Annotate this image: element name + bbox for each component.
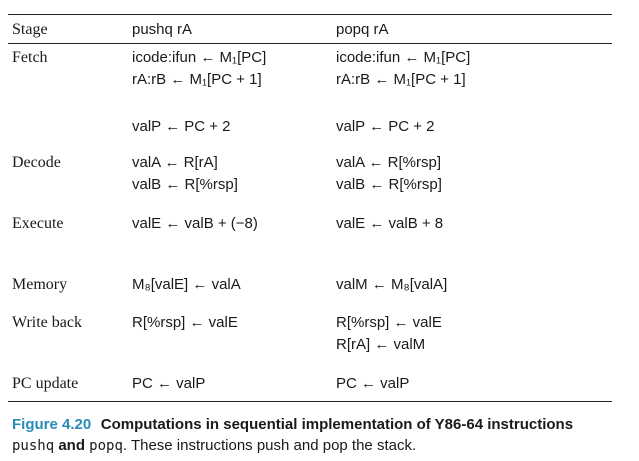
decode-pushq-line2: valB ← R[%rsp] bbox=[132, 176, 238, 193]
execute-pushq-line1: valE ← valB + (−8) bbox=[132, 215, 258, 232]
caption-code-pushq: pushq bbox=[12, 438, 55, 454]
memory-popq-line1: valM ← M₈[valA] bbox=[336, 276, 448, 293]
header-pushq: pushq rA bbox=[132, 21, 193, 38]
execute-popq-line1: valE ← valB + 8 bbox=[336, 215, 444, 232]
writeback-popq-line1: R[%rsp] ← valE bbox=[336, 314, 442, 331]
figure-caption: Figure 4.20 Computations in sequential i… bbox=[12, 414, 624, 457]
caption-description: . These instructions push and pop the st… bbox=[122, 437, 417, 454]
table-bottom-rule bbox=[8, 401, 612, 402]
stage-write-back: Write back bbox=[12, 314, 82, 331]
writeback-pushq-line1: R[%rsp] ← valE bbox=[132, 314, 238, 331]
header-stage: Stage bbox=[12, 21, 48, 38]
decode-pushq-line1: valA ← R[rA] bbox=[132, 154, 218, 171]
fetch-pushq-line4: valP ← PC + 2 bbox=[132, 118, 231, 135]
fetch-popq-line4: valP ← PC + 2 bbox=[336, 118, 435, 135]
fetch-pushq-line1: icode:ifun ← M₁[PC] bbox=[132, 49, 267, 66]
writeback-popq-line2: R[rA] ← valM bbox=[336, 336, 426, 353]
memory-pushq-line1: M₈[valE] ← valA bbox=[132, 276, 241, 293]
pcupdate-pushq-line1: PC ← valP bbox=[132, 375, 206, 392]
decode-popq-line2: valB ← R[%rsp] bbox=[336, 176, 442, 193]
figure-title: Computations in sequential implementatio… bbox=[100, 416, 574, 433]
fetch-popq-line2: rA:rB ← M₁[PC + 1] bbox=[336, 71, 466, 88]
decode-popq-line1: valA ← R[%rsp] bbox=[336, 154, 442, 171]
caption-code-popq: popq bbox=[89, 438, 123, 454]
stage-pc-update: PC update bbox=[12, 375, 79, 392]
stage-memory: Memory bbox=[12, 276, 68, 293]
pcupdate-popq-line1: PC ← valP bbox=[336, 375, 410, 392]
table-top-rule bbox=[8, 14, 612, 15]
stage-decode: Decode bbox=[12, 154, 61, 171]
header-popq: popq rA bbox=[336, 21, 389, 38]
stage-execute: Execute bbox=[12, 215, 64, 232]
stage-fetch: Fetch bbox=[12, 49, 48, 66]
fetch-popq-line1: icode:ifun ← M₁[PC] bbox=[336, 49, 471, 66]
figure-label: Figure 4.20 bbox=[12, 416, 92, 433]
table-header-rule bbox=[8, 43, 612, 44]
caption-and: and bbox=[54, 437, 90, 454]
fetch-pushq-line2: rA:rB ← M₁[PC + 1] bbox=[132, 71, 262, 88]
